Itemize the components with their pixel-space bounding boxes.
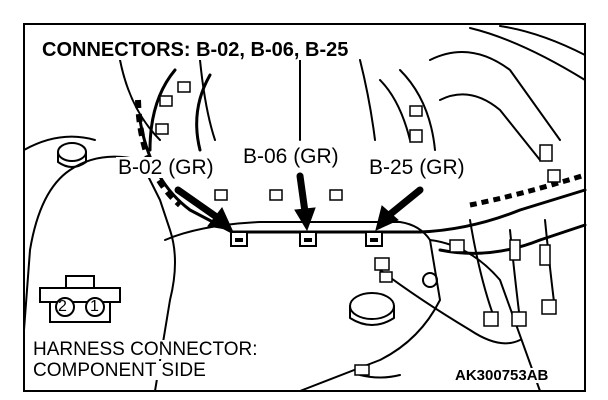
harness-connector-body [39,287,121,303]
connector-block [379,271,393,283]
connector-block [329,189,343,201]
engine-left-curve [23,135,96,151]
connector-block [511,311,527,327]
arrow-b06 [296,172,309,216]
connector-block [177,81,191,93]
diagram-title: CONNECTORS: B-02, B-06, B-25 [38,40,353,60]
engine-block-outline [23,155,176,392]
connector-block [409,105,423,117]
intake-outline [119,59,376,141]
connector-block [541,299,557,315]
connector-block [449,239,465,253]
cover-outline [164,221,441,392]
connector-block [214,189,228,201]
arrow-b25 [384,186,424,220]
connector-block [547,169,561,183]
connector-block [409,129,423,143]
pin-2-circle [55,297,75,317]
hose-right [429,51,561,161]
harness-connector-tab [65,275,95,289]
pin-1-circle [85,297,105,317]
callout-b25: B-25 (GR) [367,156,467,179]
harness-upper [148,68,212,152]
connector-block [155,123,169,135]
connector-block [539,144,553,162]
connector-block [539,244,551,266]
pin-number-1: 1 [90,298,99,315]
harness-connector-label: HARNESS CONNECTOR: [30,340,261,359]
harness-top [379,69,436,151]
pin-number-2: 2 [58,298,67,315]
connector-block [374,257,390,271]
connector-block [354,364,370,376]
callout-b02: B-02 (GR) [116,156,216,179]
connector-block [483,311,499,327]
sensor-ring [422,272,438,288]
component-side-label: COMPONENT SIDE [30,361,209,380]
upper-right-pipe [469,25,586,81]
callout-b06: B-06 (GR) [241,145,341,168]
connector-block [269,189,283,201]
arrow-b02 [174,186,222,222]
cap-left [57,142,87,162]
connector-block [509,239,521,261]
figure-code: AK300753AB [452,368,552,383]
connector-block [159,95,173,107]
cap-right [349,292,395,320]
